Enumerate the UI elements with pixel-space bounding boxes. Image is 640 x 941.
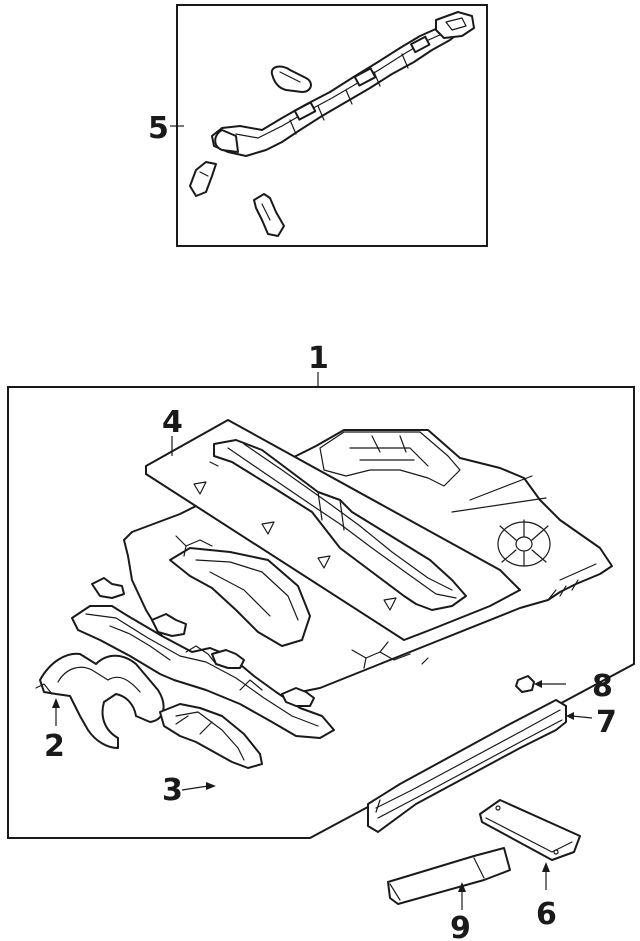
callout-label-2: 2 xyxy=(44,729,65,764)
bracket-small-left[interactable] xyxy=(189,161,217,197)
callout-label-9: 9 xyxy=(450,911,471,941)
arch-reinforcement[interactable] xyxy=(35,652,165,749)
inset-panel-crossmember: 5 xyxy=(148,4,488,247)
callout-label-4: 4 xyxy=(162,405,183,440)
callout-7: 7 xyxy=(566,705,617,740)
floor-pad-9[interactable] xyxy=(387,847,511,905)
callout-8: 8 xyxy=(534,669,613,704)
callout-label-8: 8 xyxy=(592,669,613,704)
callout-label-6: 6 xyxy=(536,897,557,932)
sill-reinforcement[interactable] xyxy=(367,699,567,833)
callout-9: 9 xyxy=(450,882,471,941)
bracket-small-lower[interactable] xyxy=(253,193,285,237)
crossmember-bracket[interactable] xyxy=(211,11,475,157)
callout-label-3: 3 xyxy=(162,773,183,808)
callout-label-7: 7 xyxy=(596,705,617,740)
front-crossmember-rail[interactable] xyxy=(71,605,335,739)
floor-plate-6[interactable] xyxy=(479,799,581,861)
callout-6: 6 xyxy=(536,862,557,932)
floor-assembly-group: 1 xyxy=(7,341,635,839)
callout-label-1: 1 xyxy=(308,341,329,376)
clip-part-8[interactable] xyxy=(515,675,535,693)
callout-1: 1 xyxy=(308,341,329,386)
floor-panel-upper[interactable] xyxy=(145,419,521,641)
bracket-clip-upper[interactable] xyxy=(270,65,312,93)
tunnel-reinforcement[interactable] xyxy=(159,703,263,769)
clip-set[interactable] xyxy=(91,577,315,707)
callout-2: 2 xyxy=(44,698,65,764)
callout-5: 5 xyxy=(148,111,184,146)
callout-label-5: 5 xyxy=(148,111,169,146)
callout-4: 4 xyxy=(162,405,183,456)
callout-3: 3 xyxy=(162,773,216,808)
